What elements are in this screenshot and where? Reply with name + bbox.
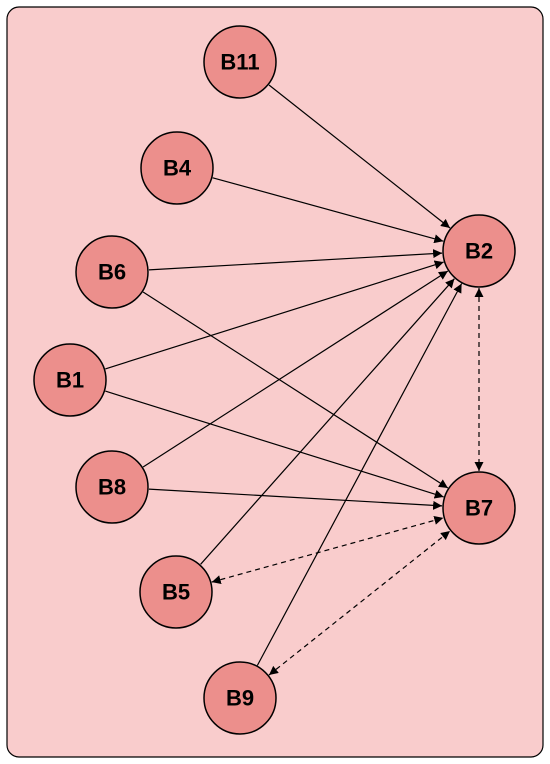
- node-b8-label: B8: [98, 475, 126, 500]
- node-b1[interactable]: B1: [33, 343, 107, 417]
- node-b4-label: B4: [163, 156, 192, 181]
- node-b7[interactable]: B7: [442, 471, 516, 545]
- node-b6[interactable]: B6: [75, 235, 149, 309]
- node-b7-circle: [442, 471, 516, 545]
- edge-b1-b7: [105, 390, 444, 499]
- edge-b9-b7: [268, 530, 451, 676]
- node-b2[interactable]: B2: [442, 214, 516, 288]
- node-b11-label: B11: [220, 50, 259, 75]
- node-b8-circle: [75, 450, 149, 524]
- node-b6-label: B6: [98, 260, 126, 285]
- node-b9-circle: [203, 661, 277, 735]
- node-b8[interactable]: B8: [75, 450, 149, 524]
- node-b4-circle: [140, 131, 214, 205]
- node-b11-circle: [203, 25, 277, 99]
- node-b6-circle: [75, 235, 149, 309]
- edge-b6-b2: [148, 249, 443, 271]
- edge-b6-b7: [142, 291, 449, 489]
- node-b1-label: B1: [56, 368, 84, 393]
- edge-b4-b2: [212, 177, 444, 244]
- node-b5[interactable]: B5: [139, 555, 213, 629]
- nodes-layer: B11 B4 B6 B1 B8 B5 B9 B2: [33, 25, 516, 735]
- node-b11[interactable]: B11: [203, 25, 277, 99]
- edge-b8-b2: [142, 270, 449, 468]
- node-b9-label: B9: [226, 686, 254, 711]
- edges-layer: [105, 84, 484, 676]
- node-b5-label: B5: [162, 580, 190, 605]
- node-b5-circle: [139, 555, 213, 629]
- edge-b8-b7: [148, 488, 443, 510]
- edge-b1-b2: [105, 260, 444, 370]
- node-b2-label: B2: [465, 239, 493, 264]
- edge-b11-b2: [268, 84, 451, 229]
- node-b2-circle: [442, 214, 516, 288]
- node-b1-circle: [33, 343, 107, 417]
- node-b4[interactable]: B4: [140, 131, 214, 205]
- node-b9[interactable]: B9: [203, 661, 277, 735]
- node-b7-label: B7: [465, 496, 493, 521]
